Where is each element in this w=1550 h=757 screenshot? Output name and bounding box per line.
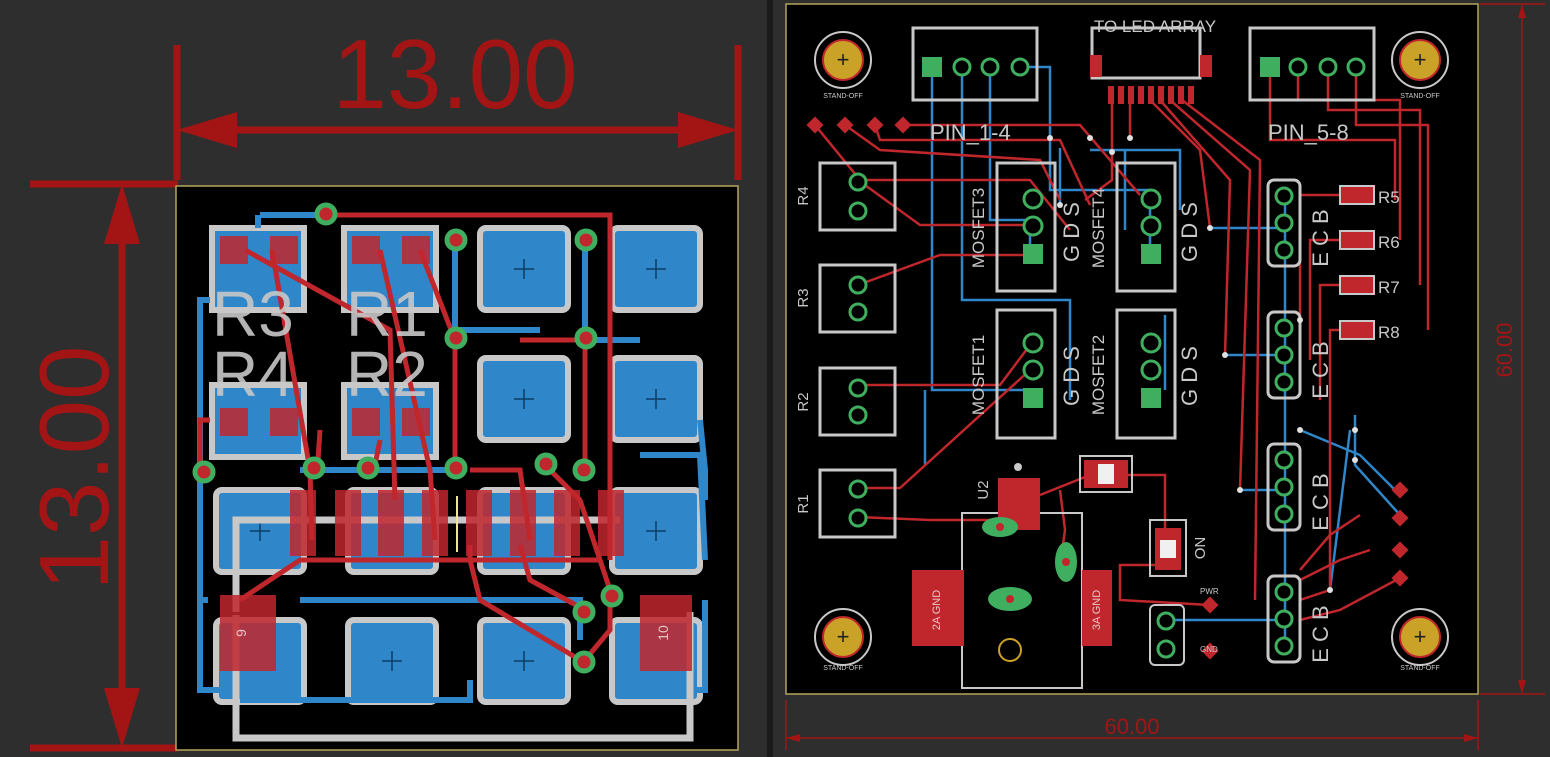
- resistor-label-r3: R3: [212, 278, 294, 350]
- svg-text:G D S: G D S: [1177, 202, 1202, 262]
- svg-text:E C B: E C B: [1308, 341, 1333, 398]
- mosfet-label-2: MOSFET2: [1089, 335, 1108, 415]
- terminal-label-r4: R4: [795, 186, 812, 205]
- led-array-title: TO LED ARRAY: [1094, 17, 1216, 36]
- terminal-blocks: [818, 161, 897, 539]
- terminal-pins: [848, 172, 868, 528]
- on-label: ON: [1192, 537, 1209, 560]
- bottom-traces: [923, 65, 1401, 640]
- pin-header-connectors: [911, 26, 1376, 102]
- width-dimension-label: 13.00: [332, 19, 577, 129]
- svg-text:+: +: [837, 47, 850, 72]
- standoff-top-right: +: [1391, 31, 1449, 89]
- svg-text:G D S: G D S: [1059, 346, 1084, 406]
- svg-text:STAND-OFF: STAND-OFF: [823, 665, 863, 672]
- gnd-2a-label: 2A GND: [931, 590, 943, 630]
- width-dimension: [785, 700, 1479, 750]
- top-smd-pads: [220, 236, 692, 671]
- resistor-labels: R3 R1 R4 R2: [212, 278, 428, 410]
- left-board-view[interactable]: 13.00 13.00: [0, 0, 767, 757]
- resistor-label-r5: R5: [1378, 188, 1400, 207]
- square-pins: [922, 57, 1280, 77]
- mosfet-footprints: [995, 161, 1177, 440]
- height-dimension: [1480, 3, 1545, 695]
- gnd-label: GND: [1200, 645, 1218, 654]
- resistor-label-r6: R6: [1378, 233, 1400, 252]
- pad-label-10: 10: [655, 625, 671, 641]
- gds-labels: G D S G D S G D S G D S: [1059, 202, 1202, 406]
- svg-text:E C B: E C B: [1308, 473, 1333, 530]
- left-board-canvas[interactable]: 13.00 13.00: [0, 0, 767, 757]
- standoff-bottom-right: +: [1391, 608, 1449, 666]
- header-pins: [952, 57, 1366, 77]
- right-board-view[interactable]: 60.00 60.00: [773, 0, 1550, 757]
- svg-text:E C B: E C B: [1308, 209, 1333, 266]
- power-led: [1149, 519, 1187, 577]
- capacitor: [1079, 455, 1133, 493]
- svg-text:+: +: [1414, 624, 1427, 649]
- svg-text:+: +: [1414, 47, 1427, 72]
- header-label-pin-5-8: PIN_5-8: [1268, 120, 1349, 145]
- pad-label-9: 9: [233, 629, 249, 637]
- terminal-label-r3: R3: [795, 288, 812, 307]
- vias: [1047, 135, 1358, 593]
- mosfet-label-3: MOSFET3: [969, 188, 988, 268]
- svg-text:STAND-OFF: STAND-OFF: [1400, 665, 1440, 672]
- height-dimension-label: 13.00: [19, 345, 129, 590]
- mosfet-label-1: MOSFET1: [969, 335, 988, 415]
- standoff-labels: STAND-OFF STAND-OFF STAND-OFF STAND-OFF: [823, 93, 1440, 672]
- right-resistor-labels: R5 R6 R7 R8: [1378, 188, 1400, 342]
- standoff-top-left: +: [814, 31, 872, 89]
- regulator-label: U2: [975, 480, 992, 499]
- header-label-pin-1-4: PIN_1-4: [930, 120, 1011, 145]
- resistor-label-r2: R2: [346, 338, 428, 410]
- standoffs: + + + +: [814, 31, 1449, 666]
- led-array-connector-pads: [1090, 55, 1212, 104]
- svg-text:G D S: G D S: [1177, 346, 1202, 406]
- mosfet-labels: MOSFET3 MOSFET4 MOSFET1 MOSFET2: [969, 188, 1108, 415]
- ecb-labels: E C B E C B E C B E C B: [1308, 209, 1333, 662]
- transistor-headers: [1266, 178, 1302, 664]
- terminal-label-r2: R2: [795, 392, 812, 411]
- svg-text:+: +: [837, 624, 850, 649]
- right-resistors: [1339, 185, 1375, 340]
- pane-divider[interactable]: [767, 0, 773, 757]
- width-dimension-label: 60.00: [1104, 714, 1159, 739]
- mosfet-square-pins: [1023, 244, 1161, 408]
- svg-text:STAND-OFF: STAND-OFF: [1400, 93, 1440, 100]
- pwr-label: PWR: [1200, 587, 1219, 596]
- gnd-3a-label: 3A GND: [1091, 590, 1103, 630]
- svg-text:STAND-OFF: STAND-OFF: [823, 93, 863, 100]
- resistor-label-r4: R4: [212, 338, 294, 410]
- mosfet-pins: [1022, 188, 1162, 381]
- svg-text:G D S: G D S: [1059, 202, 1084, 262]
- height-dimension: [30, 180, 178, 752]
- svg-text:E C B: E C B: [1308, 605, 1333, 662]
- width-dimension: [173, 45, 742, 180]
- pad-crosses: [250, 259, 666, 671]
- standoff-bottom-left: +: [814, 608, 872, 666]
- right-board-canvas[interactable]: 60.00 60.00: [773, 0, 1550, 757]
- transistor-pins: [1274, 186, 1294, 656]
- power-header: [1149, 604, 1185, 666]
- terminal-labels: R4 R3 R2 R1: [795, 186, 812, 513]
- resistor-label-r1: R1: [346, 278, 428, 350]
- test-point-pads: [806, 116, 1409, 660]
- resistor-label-r7: R7: [1378, 278, 1400, 297]
- height-dimension-label: 60.00: [1492, 322, 1517, 377]
- voltage-regulator: [912, 463, 1112, 689]
- mosfet-label-4: MOSFET4: [1089, 188, 1108, 268]
- resistor-label-r8: R8: [1378, 323, 1400, 342]
- vias: [192, 202, 624, 674]
- terminal-label-r1: R1: [795, 494, 812, 513]
